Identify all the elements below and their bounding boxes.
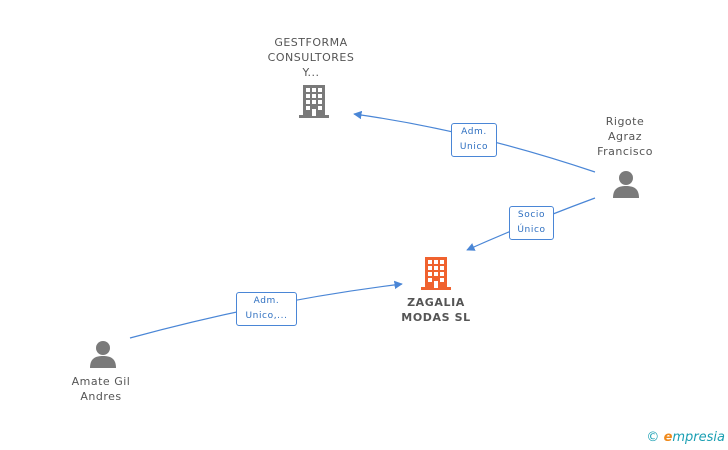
node-rigote-line-3: Francisco <box>597 145 653 158</box>
edge-label-line-2: Único <box>517 225 546 235</box>
edge-label-line-1: Adm. <box>461 127 487 137</box>
brand-initial: e <box>663 430 673 445</box>
copyright-icon: © <box>646 430 660 445</box>
node-rigote-line-1: Rigote <box>605 115 645 128</box>
node-zagalia-line-2: MODAS SL <box>401 311 471 324</box>
node-gestforma-label[interactable]: GESTFORMA CONSULTORES Y... <box>250 35 372 80</box>
brand-name: mpresia <box>672 430 725 445</box>
edge-label-amate-zagalia[interactable]: Adm. Unico,... <box>236 292 297 326</box>
edge-label-line-2: Unico,... <box>245 311 288 321</box>
building-icon[interactable] <box>297 83 331 119</box>
node-rigote-line-2: Agraz <box>607 130 643 143</box>
node-gestforma-line-1: GESTFORMA <box>274 36 348 49</box>
edge-label-line-1: Adm. <box>253 296 280 306</box>
edge-label-rigote-gestforma[interactable]: Adm. Unico <box>451 123 497 157</box>
node-amate-line-2: Andres <box>80 390 122 403</box>
node-amate-label[interactable]: Amate Gil Andres <box>55 374 147 404</box>
edge-label-line-1: Socio <box>517 210 546 220</box>
person-icon[interactable] <box>611 169 641 199</box>
building-icon[interactable] <box>419 255 453 291</box>
node-gestforma-line-3: Y... <box>302 66 320 79</box>
edge-label-line-2: Unico <box>459 142 489 152</box>
node-rigote-label[interactable]: Rigote Agraz Francisco <box>580 114 670 159</box>
person-icon[interactable] <box>88 339 118 369</box>
node-zagalia-label[interactable]: ZAGALIA MODAS SL <box>386 295 486 325</box>
node-amate-line-1: Amate Gil <box>71 375 131 388</box>
node-zagalia-line-1: ZAGALIA <box>407 296 465 309</box>
node-gestforma-line-2: CONSULTORES <box>267 51 355 64</box>
footer-brand: © empresia <box>646 430 725 445</box>
edge-label-rigote-zagalia[interactable]: Socio Único <box>509 206 554 240</box>
